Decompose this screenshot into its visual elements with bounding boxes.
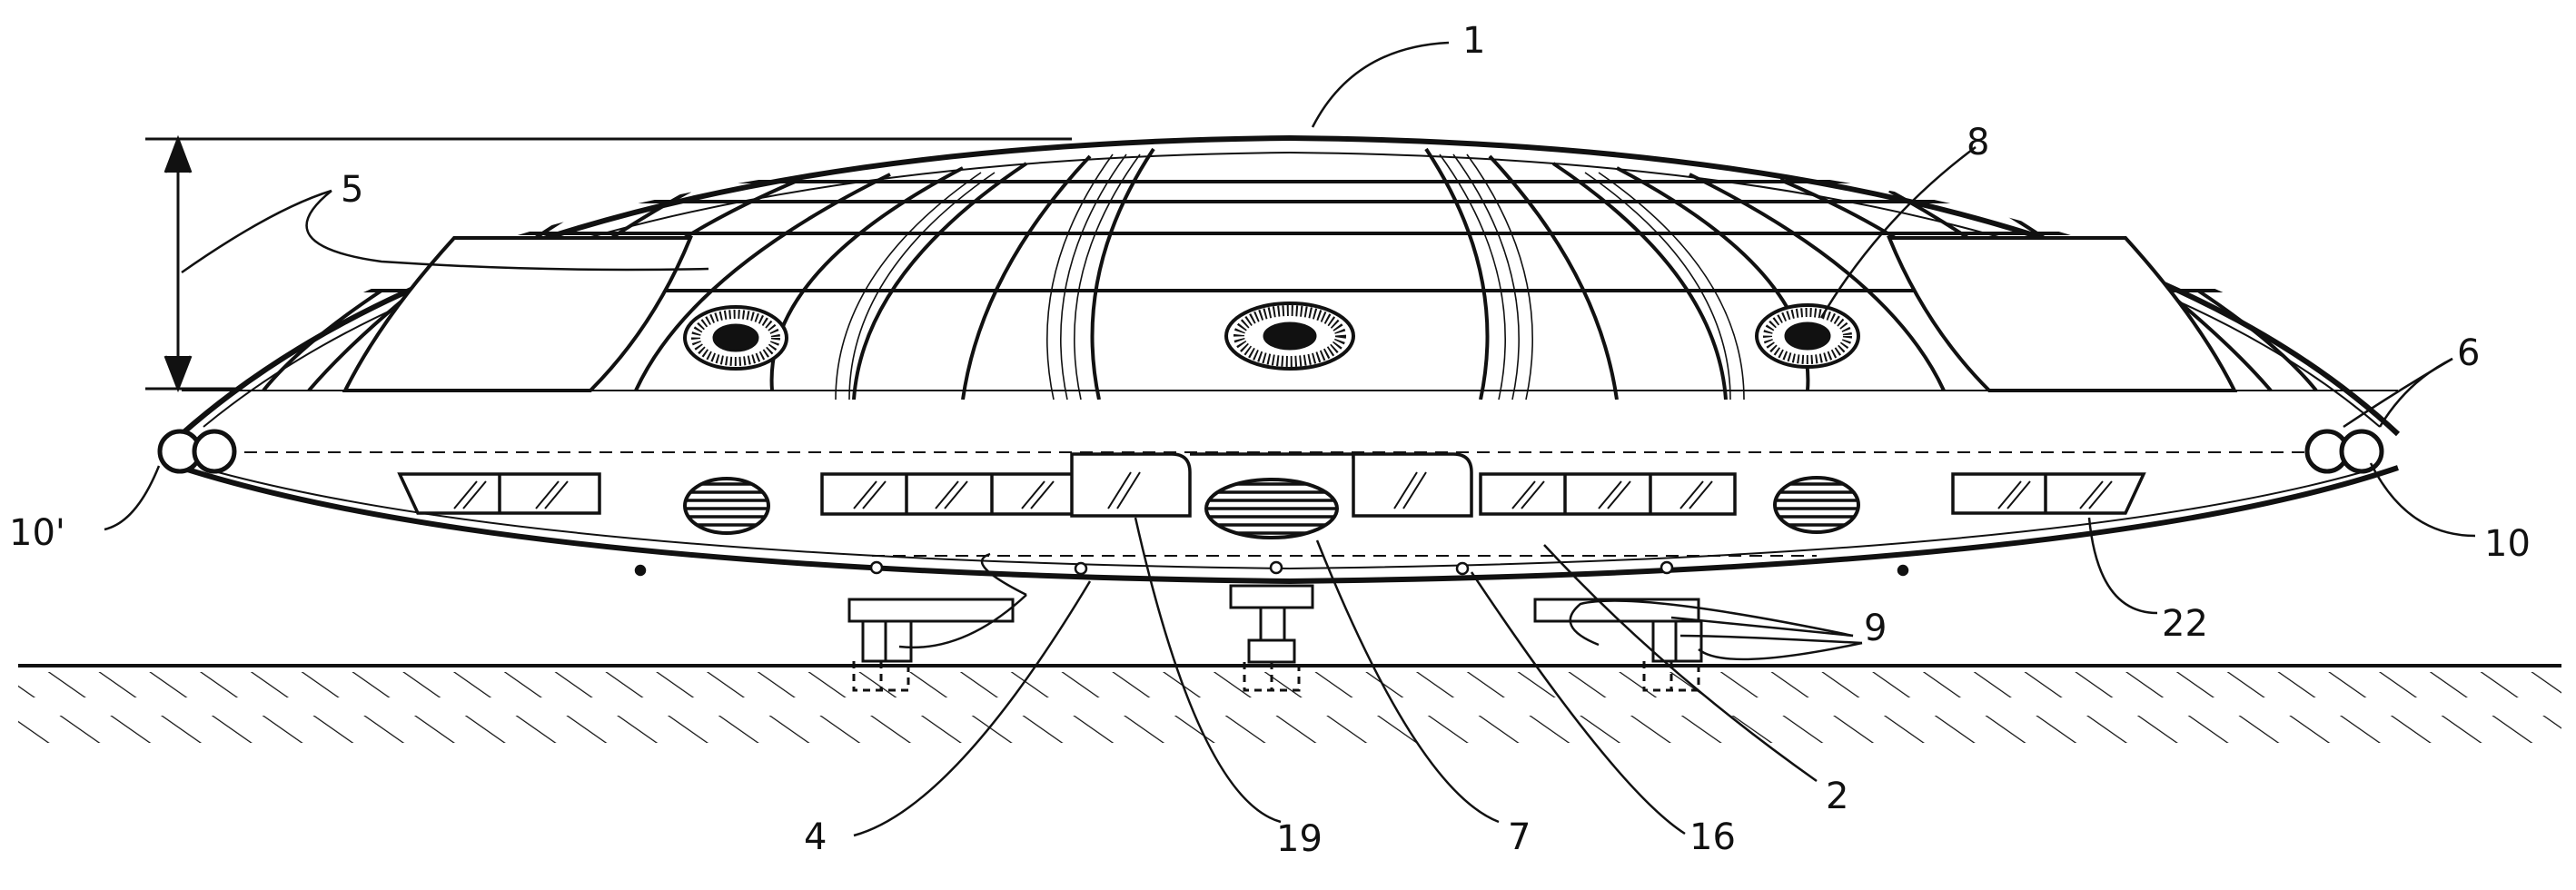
hull-lights <box>634 560 1909 577</box>
label-22: 22 <box>2162 603 2208 645</box>
label-4: 4 <box>804 816 827 858</box>
lower-vent-left <box>683 477 770 535</box>
roller-left <box>157 429 237 474</box>
landing-gear-center <box>1229 584 1314 692</box>
label-10-prime: 10' <box>9 512 65 554</box>
reference-numerals: 1 5 8 6 10' 10 22 9 2 16 7 19 4 <box>9 20 2531 860</box>
label-8: 8 <box>1967 122 1989 163</box>
label-10: 10 <box>2484 523 2531 565</box>
height-dimension <box>145 134 1072 393</box>
dome-openings <box>342 236 2238 392</box>
label-1: 1 <box>1462 20 1485 62</box>
lower-vent-center <box>1204 478 1339 539</box>
vent-right <box>1755 303 1860 369</box>
vent-center <box>1224 302 1355 371</box>
roller-right <box>2304 429 2384 474</box>
label-6: 6 <box>2457 332 2480 374</box>
lower-vents <box>683 476 1860 539</box>
window-glare <box>453 471 2113 509</box>
label-19: 19 <box>1276 818 1323 860</box>
label-9: 9 <box>1864 608 1887 649</box>
vent-left <box>683 305 788 371</box>
label-5: 5 <box>341 169 363 211</box>
label-2: 2 <box>1826 776 1848 817</box>
label-16: 16 <box>1689 816 1736 858</box>
lower-vent-right <box>1773 476 1860 534</box>
lower-hull-outline <box>181 465 2399 585</box>
landing-gear-left <box>847 598 1015 692</box>
dome-glazing <box>835 153 1745 400</box>
ground <box>18 664 2561 743</box>
landing-gear <box>847 584 1703 692</box>
rollers <box>157 429 2384 474</box>
label-7: 7 <box>1508 816 1531 858</box>
upper-vents <box>683 302 1860 371</box>
leader-lines <box>104 41 2476 837</box>
